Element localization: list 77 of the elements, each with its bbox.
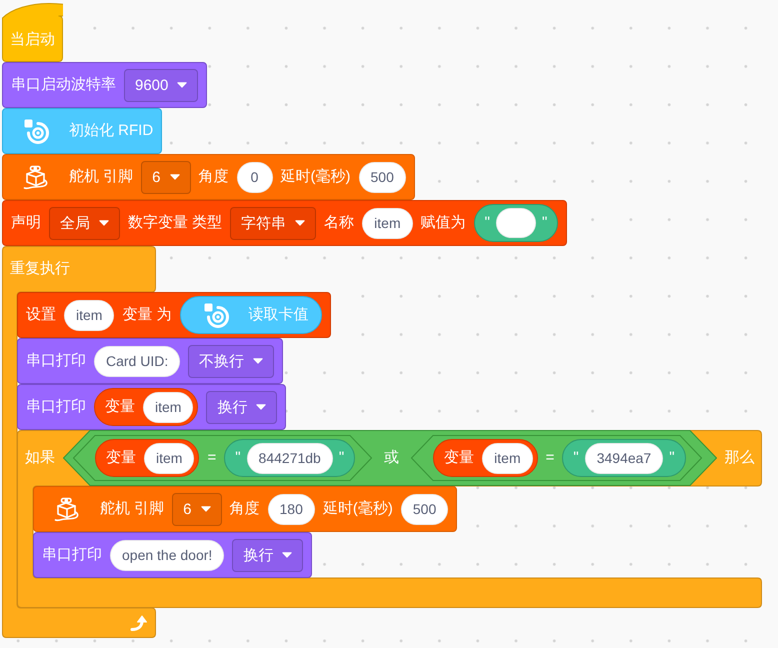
block-label: 串口打印 (26, 352, 86, 370)
input-field: item (362, 208, 413, 238)
block-label: 或 (384, 449, 400, 467)
block-label: = (546, 449, 554, 467)
dropdown: 6 (172, 492, 222, 526)
quote-mark: " (669, 449, 675, 467)
block-label: 变量 (444, 449, 474, 467)
statement-block (17, 338, 284, 384)
dropdown: 9600 (124, 68, 198, 102)
block-label: 设置 (26, 306, 56, 324)
boolean-block (73, 435, 372, 481)
input-field: Card UID: (94, 346, 180, 376)
input-field: 844271db (246, 442, 333, 474)
input-field: 180 (268, 494, 315, 524)
quote-mark: " (484, 214, 490, 232)
block-label: 延时(毫秒) (322, 500, 393, 518)
block-label: 当启动 (10, 31, 55, 49)
quote-mark: " (235, 449, 241, 467)
block-label: 名称 (324, 214, 354, 232)
quote-mark: " (542, 214, 548, 232)
block-label: 延时(毫秒) (280, 168, 351, 186)
dropdown: 字符串 (230, 206, 316, 240)
input-field: 500 (400, 494, 448, 524)
input-field (496, 208, 536, 238)
block-label: 串口启动波特率 (11, 76, 116, 94)
block-label: 角度 (198, 168, 229, 186)
block-label: 重复执行 (10, 260, 70, 278)
string-block (474, 204, 558, 242)
boolean-block (411, 435, 703, 481)
quote-mark: " (338, 449, 344, 467)
block-label: 如果 (25, 449, 55, 467)
boolean-block (63, 430, 717, 486)
input-field: open the door! (110, 540, 224, 570)
dropdown: 不换行 (188, 344, 274, 378)
block-label: 变量 (105, 398, 135, 416)
quote-mark: " (573, 449, 579, 467)
string-block (562, 439, 686, 477)
block-label: 角度 (230, 500, 260, 518)
input-field: item (143, 392, 194, 422)
dropdown: 全局 (49, 206, 120, 240)
block-label: 初始化 RFID (69, 122, 154, 140)
reporter-block (94, 388, 198, 426)
statement-block (2, 62, 208, 108)
block-label: 变量 (106, 449, 136, 467)
statement-block (33, 532, 312, 578)
statement-block (2, 154, 415, 200)
statement-block (33, 486, 458, 532)
reporter-block (95, 439, 200, 477)
if-block (17, 430, 762, 608)
statement-block (17, 384, 286, 430)
string-block (224, 439, 356, 477)
input-field: item (64, 300, 114, 330)
statement-block (17, 292, 331, 338)
block-label: 舵机 引脚 (69, 168, 134, 186)
block-label: 声明 (11, 214, 41, 232)
reporter-block (180, 296, 322, 334)
input-field: 500 (358, 162, 406, 192)
dropdown: 6 (141, 160, 191, 194)
block-label: 数字变量 类型 (128, 214, 222, 232)
block-label: 读取卡值 (248, 306, 309, 324)
block-label: 舵机 引脚 (100, 500, 164, 518)
block-label: 串口打印 (26, 398, 86, 416)
input-field: 3494ea7 (584, 442, 664, 474)
statement-block (2, 108, 162, 154)
input-field: item (144, 442, 194, 474)
dropdown: 换行 (232, 538, 304, 572)
dropdown: 换行 (206, 390, 278, 424)
block-label: = (207, 449, 216, 467)
block-label: 串口打印 (42, 546, 102, 564)
block-label: 赋值为 (420, 214, 466, 232)
statement-block (2, 200, 568, 246)
reporter-block (433, 439, 538, 477)
block-label: 变量 为 (122, 306, 172, 324)
input-field: item (482, 442, 533, 474)
event-block (2, 2, 63, 62)
input-field: 0 (236, 162, 273, 192)
block-label: 那么 (724, 449, 755, 467)
